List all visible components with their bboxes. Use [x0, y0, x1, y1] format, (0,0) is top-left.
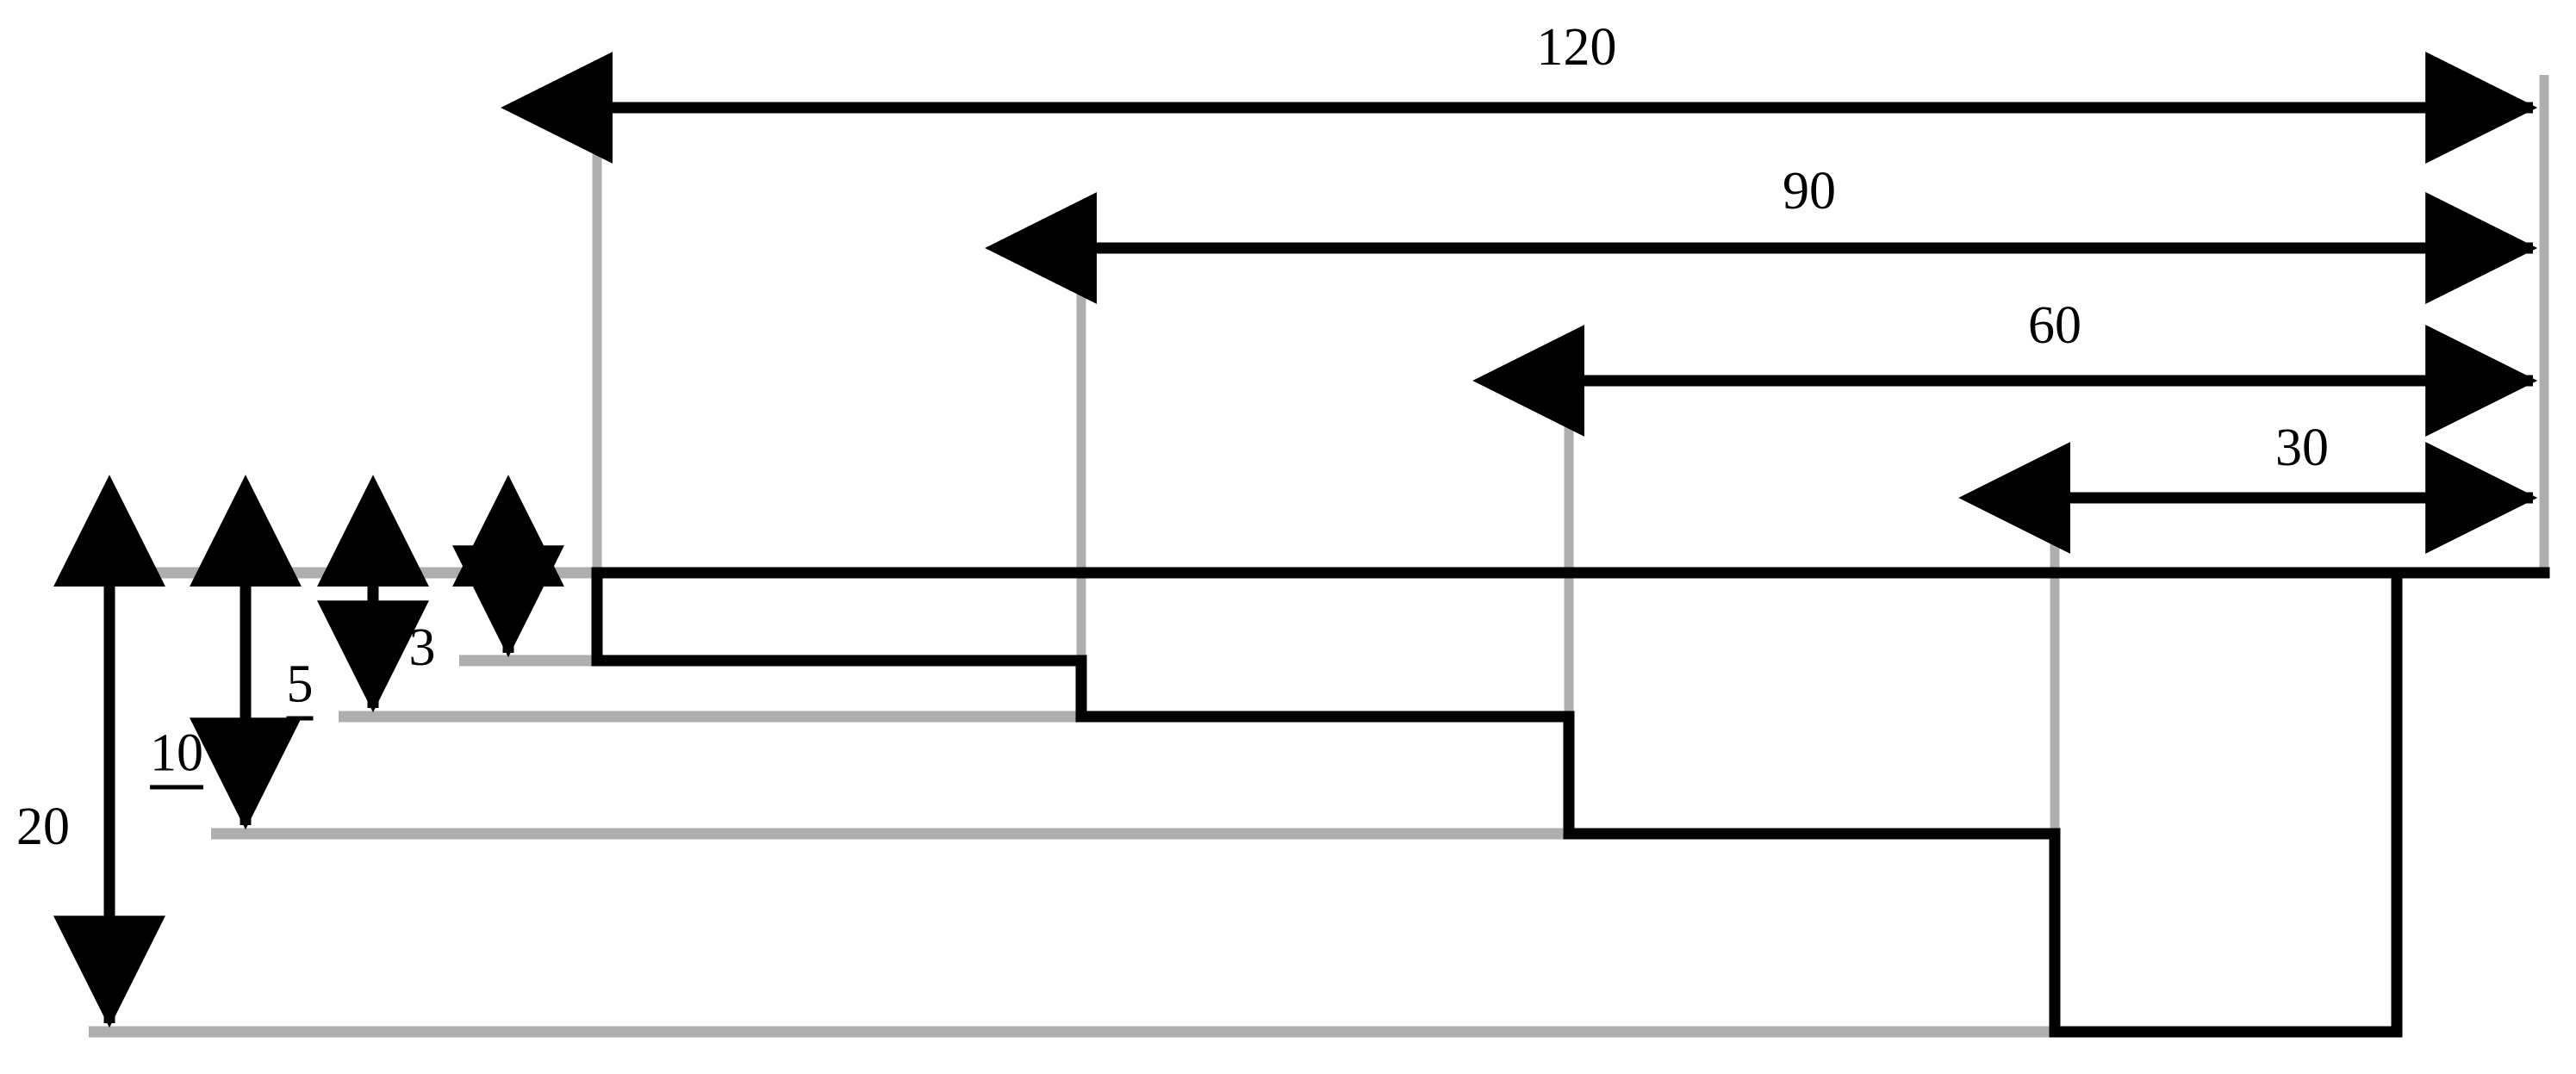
- profile-outline: [591, 567, 2550, 1038]
- dim-label-90: 90: [1783, 162, 1836, 220]
- dim-label-10: 10: [150, 727, 203, 790]
- vertical-dimension-arrows: [53, 475, 564, 1028]
- dim-label-120: 120: [1536, 18, 1617, 77]
- dim-label-3: 3: [408, 618, 436, 677]
- dim-label-20: 20: [16, 798, 70, 856]
- dim-label-30: 30: [2275, 419, 2329, 477]
- horizontal-dimension-arrows: [501, 52, 2538, 554]
- dim-label-5: 5: [286, 658, 314, 721]
- extension-lines-group: [89, 75, 2549, 1038]
- dim-label-60: 60: [2028, 296, 2081, 355]
- stepped-profile: [591, 567, 2550, 1038]
